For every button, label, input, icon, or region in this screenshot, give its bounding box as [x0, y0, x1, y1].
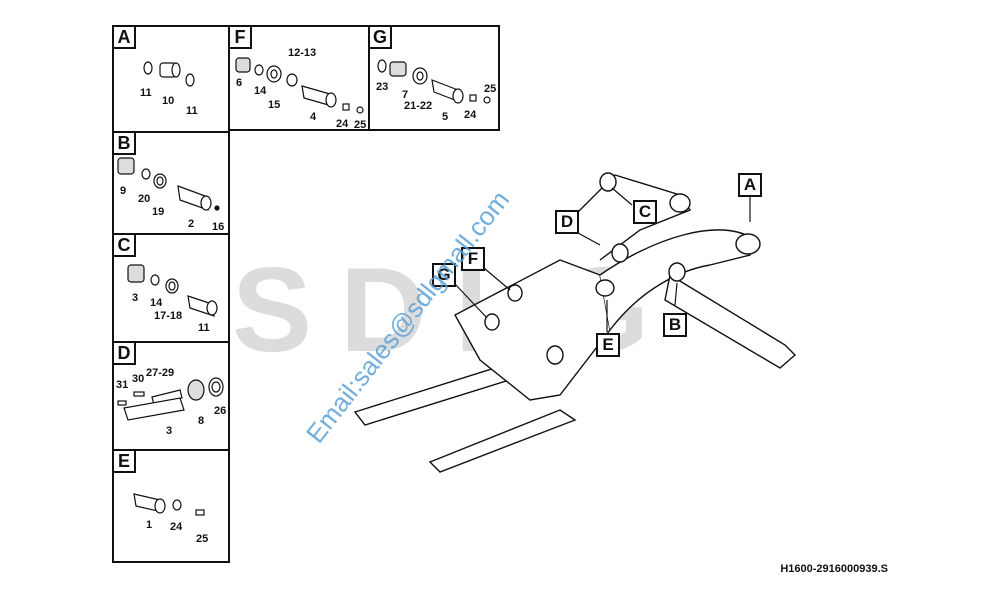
panel-a-label: A — [114, 27, 136, 49]
part-number: 31 — [116, 379, 129, 391]
callout-a: A — [738, 173, 762, 197]
part-number: 23 — [376, 81, 389, 93]
part-number: 15 — [268, 99, 281, 111]
panel-b: B 9 20 19 2 16 — [112, 131, 230, 235]
part-number: 11 — [140, 87, 152, 99]
panel-c-label: C — [114, 235, 136, 257]
part-number: 3 — [166, 425, 173, 437]
part-number: 30 — [132, 373, 145, 385]
part-number: 24 — [464, 109, 477, 121]
panel-e: E 1 24 25 — [112, 449, 230, 563]
part-number: 4 — [310, 111, 317, 123]
part-number: 21-22 — [404, 100, 433, 112]
part-number: 7 — [402, 89, 409, 101]
panel-g: G 23 7 21-22 5 25 24 — [368, 25, 500, 131]
part-number: 11 — [186, 105, 198, 117]
callout-b: B — [663, 313, 687, 337]
part-number: 24 — [336, 118, 349, 130]
panel-d: D 31 30 27-29 3 8 26 — [112, 341, 230, 451]
part-number: 26 — [214, 405, 227, 417]
panel-c: C 3 14 17-18 11 — [112, 233, 230, 343]
callout-e: E — [596, 333, 620, 357]
part-number: 17-18 — [154, 310, 183, 322]
part-number: 24 — [170, 521, 183, 533]
part-number: 3 — [132, 292, 139, 304]
part-number: 8 — [198, 415, 205, 427]
part-number: 27-29 — [146, 367, 175, 379]
reference-code: H1600-2916000939.S — [780, 563, 888, 575]
part-number: 11 — [198, 322, 210, 334]
callout-g: G — [432, 263, 456, 287]
callout-c: C — [633, 200, 657, 224]
panel-e-label: E — [114, 451, 136, 473]
part-number: 12-13 — [288, 47, 317, 59]
callout-d: D — [555, 210, 579, 234]
part-number: 2 — [188, 218, 195, 230]
panel-a: A 11 10 11 — [112, 25, 230, 133]
part-number: 25 — [196, 533, 209, 545]
part-number: 10 — [162, 95, 175, 107]
callout-f: F — [461, 247, 485, 271]
panel-b-label: B — [114, 133, 136, 155]
panel-g-label: G — [370, 27, 392, 49]
part-number: 19 — [152, 206, 165, 218]
part-number: 14 — [150, 297, 163, 309]
part-number: 1 — [146, 519, 153, 531]
part-number: 25 — [484, 83, 497, 95]
panel-d-label: D — [114, 343, 136, 365]
part-number: 25 — [354, 119, 367, 131]
part-number: 20 — [138, 193, 151, 205]
panel-f-label: F — [230, 27, 252, 49]
part-number: 9 — [120, 185, 127, 197]
part-number: 5 — [442, 111, 449, 123]
panel-f: F 12-13 6 14 15 4 25 24 — [228, 25, 370, 131]
part-number: 16 — [212, 221, 225, 233]
part-number: 6 — [236, 77, 243, 89]
part-number: 14 — [254, 85, 267, 97]
